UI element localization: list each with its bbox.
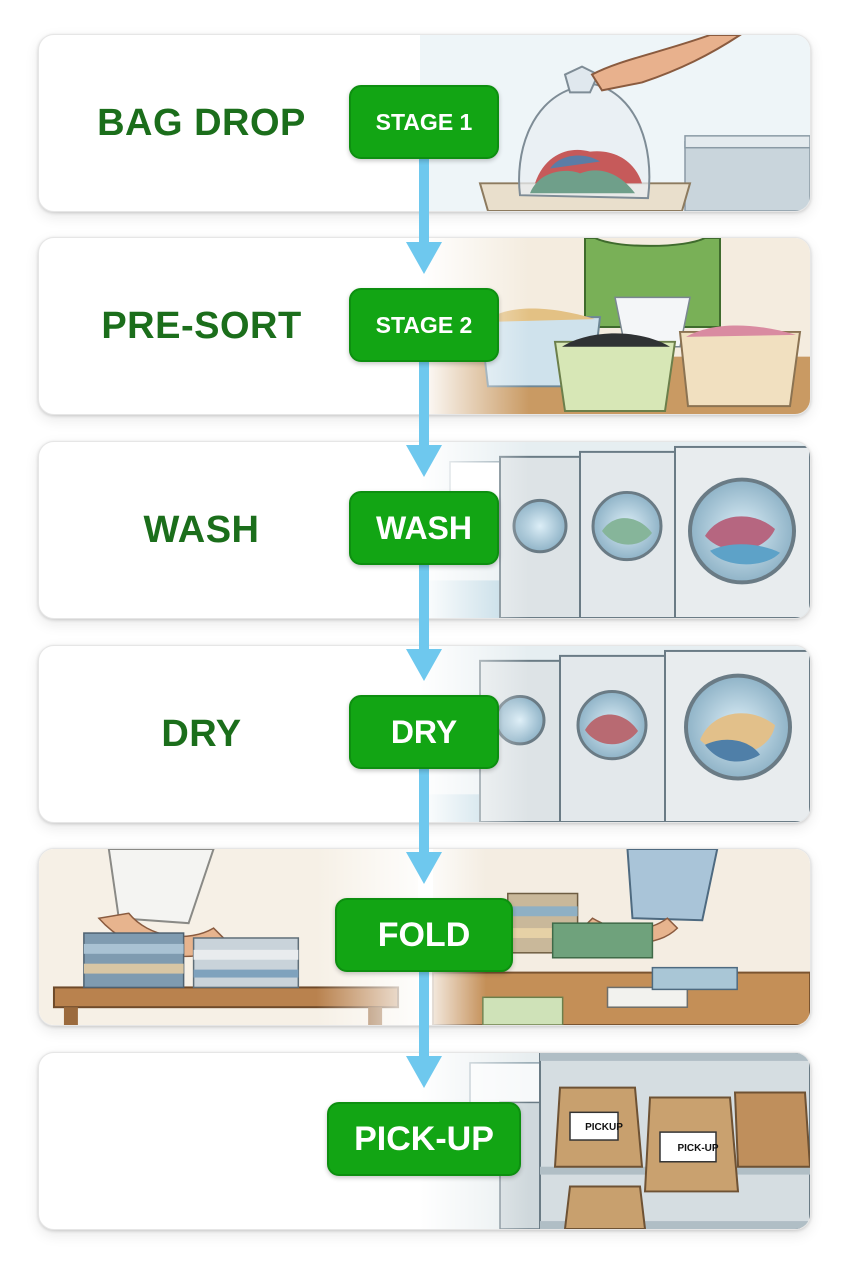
stage-label: PRE-SORT — [101, 304, 302, 347]
stage-label: BAG DROP — [97, 101, 306, 144]
stage-label: DRY — [161, 712, 242, 755]
stage-badge-wash: WASH — [349, 491, 499, 565]
stage-badge-2: STAGE 2 — [349, 288, 499, 362]
flow-arrow — [406, 768, 442, 884]
stage-badge-1: STAGE 1 — [349, 85, 499, 159]
stage-badge-dry: DRY — [349, 695, 499, 769]
flow-arrow — [406, 158, 442, 274]
bag-tag-2: PICK-UP — [677, 1142, 719, 1154]
flow-arrow — [406, 361, 442, 477]
stage-badge-fold: FOLD — [335, 898, 513, 972]
stage-label: WASH — [143, 508, 260, 551]
flow-arrow — [406, 565, 442, 681]
stage-card-bag-drop: BAG DROP — [38, 34, 811, 212]
flow-arrow — [406, 972, 442, 1088]
stage-badge-pick-up: PICK-UP — [327, 1102, 521, 1176]
bag-tag-1: PICKUP — [585, 1121, 623, 1133]
bag-drop-illustration — [420, 35, 810, 211]
